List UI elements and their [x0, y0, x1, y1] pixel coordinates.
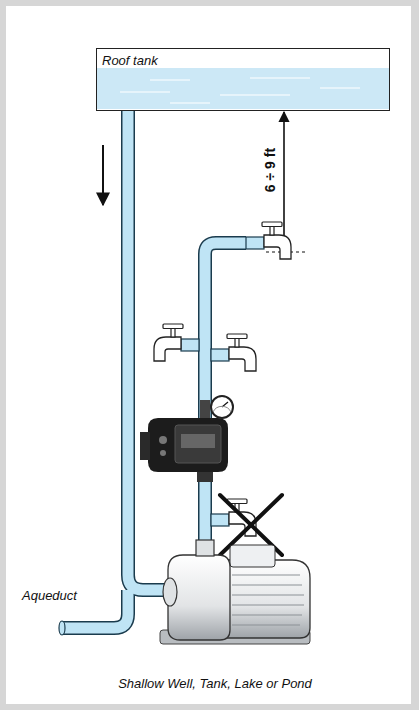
- water-tap: [154, 324, 199, 361]
- tank-box: Roof tank: [96, 48, 390, 111]
- tank-title: Roof tank: [102, 54, 384, 68]
- part-label: Aqueduct: [22, 588, 77, 603]
- water-tap: [246, 222, 291, 259]
- tank-water: [97, 68, 389, 109]
- pressure-controller: [140, 396, 233, 482]
- water-tap: [211, 499, 256, 536]
- pump: [160, 540, 310, 644]
- water-tap: [211, 334, 256, 371]
- flow-arrow: [102, 145, 104, 205]
- caption: Shallow Well, Tank, Lake or Pond: [118, 676, 312, 691]
- dimension-label: 6 ÷ 9 ft: [262, 148, 278, 192]
